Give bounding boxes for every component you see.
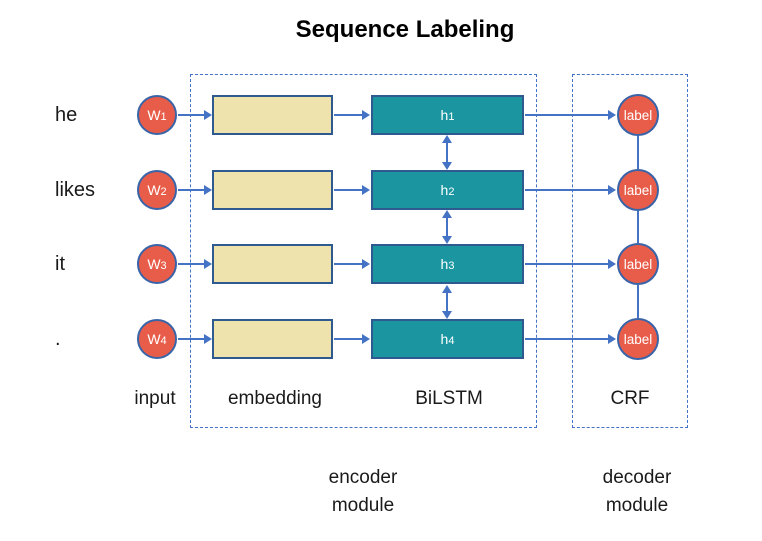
input-node-w4-text: W4 bbox=[147, 331, 167, 347]
embedding-box-3 bbox=[212, 244, 333, 284]
encoder-caption-line1: encoder bbox=[328, 467, 398, 488]
decoder-module-box bbox=[572, 74, 688, 428]
crf-label-node-4: label bbox=[617, 318, 659, 360]
crf-label-node-2: label bbox=[617, 169, 659, 211]
embedding-box-1 bbox=[212, 95, 333, 135]
layer-label-input: input bbox=[134, 388, 176, 409]
arrow-embedding2-to-bilstm bbox=[334, 185, 370, 195]
arrow-w2-to-embedding bbox=[178, 185, 212, 195]
arrow-w4-to-embedding bbox=[178, 334, 212, 344]
embedding-box-2 bbox=[212, 170, 333, 210]
layer-label-bilstm: BiLSTM bbox=[415, 388, 483, 409]
bilstm-h2-text: h2 bbox=[440, 182, 455, 198]
bilstm-box-h3: h3 bbox=[371, 244, 524, 284]
input-node-w1: W1 bbox=[137, 95, 177, 135]
arrow-h2-to-label bbox=[525, 185, 616, 195]
arrow-h1-to-label bbox=[525, 110, 616, 120]
decoder-caption-line2: module bbox=[605, 495, 669, 516]
arrow-w1-to-embedding bbox=[178, 110, 212, 120]
input-node-w3-text: W3 bbox=[147, 256, 167, 272]
arrow-h3-to-label bbox=[525, 259, 616, 269]
bilstm-box-h1: h1 bbox=[371, 95, 524, 135]
input-node-w2: W2 bbox=[137, 170, 177, 210]
bilstm-h3-text: h3 bbox=[440, 256, 455, 272]
input-node-w2-text: W2 bbox=[147, 182, 167, 198]
connector-label3-label4 bbox=[637, 285, 639, 318]
word-label-likes: likes bbox=[55, 179, 96, 201]
crf-label-4-text: label bbox=[623, 331, 653, 347]
arrow-embedding4-to-bilstm bbox=[334, 334, 370, 344]
bilstm-box-h2: h2 bbox=[371, 170, 524, 210]
arrow-h4-to-label bbox=[525, 334, 616, 344]
embedding-box-4 bbox=[212, 319, 333, 359]
decoder-caption-line1: decoder bbox=[602, 467, 672, 488]
crf-label-node-3: label bbox=[617, 243, 659, 285]
connector-label2-label3 bbox=[637, 211, 639, 243]
input-node-w1-text: W1 bbox=[147, 107, 167, 123]
arrow-embedding1-to-bilstm bbox=[334, 110, 370, 120]
double-arrow-h2-h3 bbox=[442, 210, 452, 244]
crf-label-1-text: label bbox=[623, 107, 653, 123]
crf-label-node-1: label bbox=[617, 94, 659, 136]
word-label-period: . bbox=[55, 328, 61, 350]
connector-label1-label2 bbox=[637, 136, 639, 169]
layer-label-embedding: embedding bbox=[227, 388, 323, 409]
arrow-w3-to-embedding bbox=[178, 259, 212, 269]
double-arrow-h1-h2 bbox=[442, 135, 452, 170]
encoder-module-caption: encoder module bbox=[288, 464, 438, 520]
arrow-embedding3-to-bilstm bbox=[334, 259, 370, 269]
bilstm-h4-text: h4 bbox=[440, 331, 455, 347]
diagram-title: Sequence Labeling bbox=[295, 16, 515, 43]
crf-label-3-text: label bbox=[623, 256, 653, 272]
double-arrow-h3-h4 bbox=[442, 285, 452, 319]
word-label-it: it bbox=[55, 253, 65, 275]
crf-label-2-text: label bbox=[623, 182, 653, 198]
layer-label-crf: CRF bbox=[610, 388, 650, 409]
word-label-he: he bbox=[55, 104, 78, 126]
encoder-caption-line2: module bbox=[331, 495, 395, 516]
decoder-module-caption: decoder module bbox=[562, 464, 712, 520]
bilstm-box-h4: h4 bbox=[371, 319, 524, 359]
input-node-w4: W4 bbox=[137, 319, 177, 359]
encoder-module-box bbox=[190, 74, 537, 428]
input-node-w3: W3 bbox=[137, 244, 177, 284]
bilstm-h1-text: h1 bbox=[440, 107, 455, 123]
